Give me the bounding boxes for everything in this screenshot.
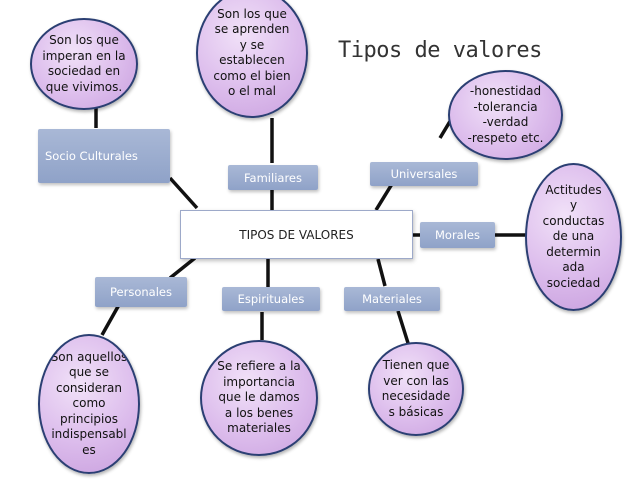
bubble-morales: Actitudes y conductas de una determin ad… xyxy=(525,163,622,311)
box-universales: Universales xyxy=(370,162,478,186)
bubble-familiares: Son los que se aprenden y se establecen … xyxy=(196,0,308,118)
box-morales: Morales xyxy=(420,222,495,248)
box-familiares: Familiares xyxy=(228,165,318,190)
page-title: Tipos de valores xyxy=(338,38,542,63)
box-espirituales: Espirituales xyxy=(222,287,320,311)
connector-center-socio xyxy=(168,176,199,210)
bubble-universales: -honestidad -tolerancia -verdad -respeto… xyxy=(448,70,563,160)
connector-center-materiales xyxy=(376,258,387,287)
center-node: TIPOS DE VALORES xyxy=(180,210,413,259)
box-materiales: Materiales xyxy=(344,287,440,311)
connector-materiales-bubble xyxy=(396,310,410,344)
box-socio-culturales: Socio Culturales xyxy=(38,129,170,183)
bubble-espirituales: Se refiere a la importancia que le damos… xyxy=(200,340,318,456)
bubble-socio-culturales: Son los que imperan en la sociedad en qu… xyxy=(30,18,138,110)
connector-center-personales xyxy=(168,256,197,280)
bubble-personales: Son aquellos que se consideran como prin… xyxy=(38,334,140,474)
connector-center-universales xyxy=(374,183,394,211)
bubble-materiales: Tienen que ver con las necesidade s bási… xyxy=(368,342,464,436)
connector-personales-bubble xyxy=(100,302,122,336)
box-personales: Personales xyxy=(95,277,187,307)
